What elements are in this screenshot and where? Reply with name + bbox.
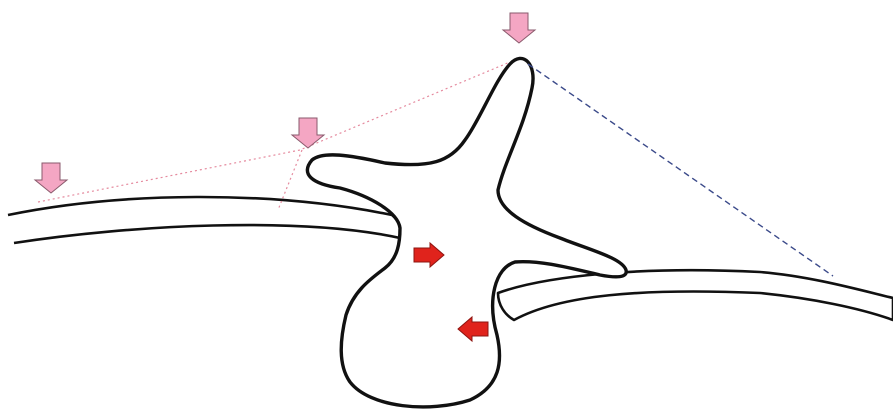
down-arrow-icon xyxy=(501,12,537,44)
left-rib xyxy=(7,195,402,245)
vertebra-outline xyxy=(305,56,628,409)
right-arrow-icon xyxy=(413,241,445,269)
pink-dotted-short-line xyxy=(277,149,303,211)
right-rib xyxy=(496,268,893,322)
down-arrow-icon xyxy=(33,162,69,194)
down-arrow-icon xyxy=(290,117,326,149)
left-arrow-icon xyxy=(457,315,489,343)
blue-dashed-line xyxy=(527,63,834,277)
